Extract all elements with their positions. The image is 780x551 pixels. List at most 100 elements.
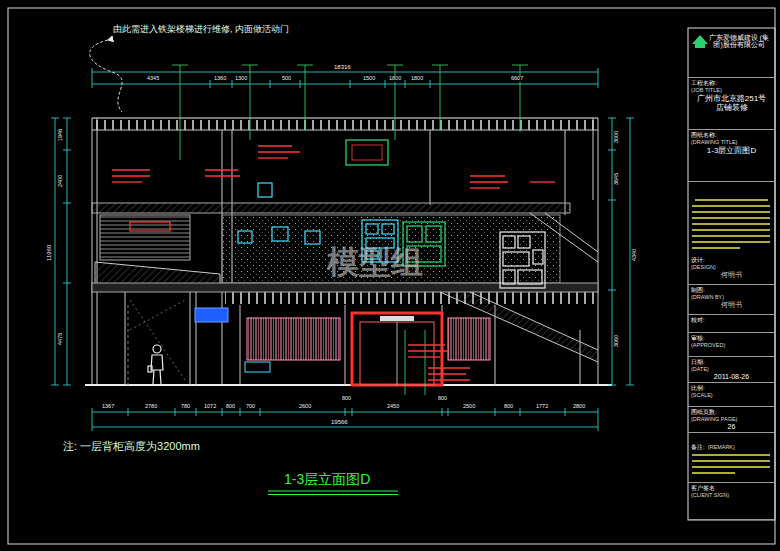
field-label-en: (DRAWN BY) bbox=[691, 294, 772, 300]
annotation-stubs bbox=[470, 175, 505, 176]
remark-paragraph bbox=[692, 466, 770, 467]
elevation-structure bbox=[430, 130, 431, 205]
annotation-stubs bbox=[408, 344, 445, 345]
remark-paragraph bbox=[692, 472, 735, 473]
dimension: 1072 bbox=[203, 404, 217, 410]
dimension: 2600 bbox=[298, 404, 312, 410]
field-value: 何明书 bbox=[696, 271, 768, 279]
person-figure bbox=[148, 366, 152, 372]
elevation-structure bbox=[580, 330, 581, 385]
field-label: 广东爱德威建设 (集团)股份有限公司 bbox=[706, 34, 772, 49]
elevation-structure bbox=[92, 130, 598, 131]
shopfront bbox=[247, 318, 340, 360]
annotation-stubs bbox=[530, 181, 555, 182]
remark-paragraph bbox=[692, 235, 770, 236]
dimension: 4340 bbox=[632, 248, 638, 262]
field-label: 日期: bbox=[691, 359, 772, 366]
remark-paragraph bbox=[692, 217, 770, 218]
person-figure bbox=[153, 345, 161, 353]
field-value: 何明书 bbox=[696, 301, 768, 309]
cabinet-note: 注: 一层背柜高度为3200mm bbox=[62, 441, 201, 453]
annotation-stubs bbox=[408, 350, 448, 351]
elevation-structure bbox=[95, 262, 220, 285]
elevation-structure bbox=[92, 118, 93, 385]
dimension: 1800 bbox=[388, 76, 402, 82]
display-frames bbox=[130, 140, 545, 288]
dimension-lines bbox=[67, 118, 68, 385]
display-frames bbox=[272, 227, 288, 241]
watermark: 模型组 bbox=[326, 246, 424, 280]
field-label-en: (APPROVED) bbox=[691, 342, 772, 348]
field-value: 1-3层立面图D bbox=[696, 146, 768, 155]
field-label-en: (JOB TITLE) bbox=[691, 87, 772, 93]
access-arrow bbox=[90, 40, 122, 112]
field-label-en: (REMARK) bbox=[708, 444, 735, 450]
client-sign-cell: 客户签名(CLIENT SIGN) bbox=[688, 483, 775, 520]
approver-cell: 审核:(APPROVED) bbox=[688, 333, 775, 357]
dimension: 1367 bbox=[101, 404, 115, 410]
elevation-structure bbox=[440, 292, 598, 362]
dimension: 500 bbox=[281, 76, 292, 82]
company-logo bbox=[692, 35, 708, 44]
dimension-lines bbox=[612, 118, 613, 385]
elevation-structure bbox=[530, 213, 598, 262]
field-value: 广州市北京路251号 店铺装修 bbox=[696, 94, 768, 112]
elevation-structure bbox=[85, 118, 612, 385]
drawing-caption: 1-3层立面图D bbox=[283, 472, 371, 487]
dimension: 11960 bbox=[46, 244, 52, 262]
company-logo bbox=[695, 44, 705, 48]
remark-paragraph bbox=[692, 211, 770, 212]
elevation-structure bbox=[125, 292, 126, 385]
field-label: 设计: bbox=[691, 257, 772, 264]
dimension-lines bbox=[608, 118, 634, 385]
dimension: 1300 bbox=[234, 76, 248, 82]
display-frames bbox=[130, 222, 170, 231]
shopfront bbox=[380, 316, 414, 321]
remark-paragraph bbox=[692, 223, 770, 224]
display-frames bbox=[407, 226, 422, 242]
date-cell: 日期:(DATE)2011-08-26 bbox=[688, 357, 775, 383]
field-label: 备注: bbox=[691, 444, 705, 451]
remark-paragraph bbox=[692, 454, 770, 455]
person-figure bbox=[148, 345, 163, 384]
company-cell: 广东爱德威建设 (集团)股份有限公司 bbox=[688, 28, 775, 78]
dimension: 2780 bbox=[144, 404, 158, 410]
display-frames bbox=[352, 145, 382, 160]
field-label: 审核: bbox=[691, 335, 772, 342]
dimension: 3000 bbox=[614, 130, 620, 144]
job-title-cell: 工程名称:(JOB TITLE)广州市北京路251号 店铺装修 bbox=[688, 78, 775, 130]
display-frames bbox=[503, 236, 515, 248]
dimension: 1772 bbox=[535, 404, 549, 410]
elevation-structure bbox=[593, 118, 594, 200]
field-label: 客户签名 bbox=[691, 485, 772, 492]
dimension-lines bbox=[630, 118, 631, 385]
elevation-structure bbox=[225, 292, 595, 304]
dimension: 18316 bbox=[333, 64, 352, 70]
elevation-structure bbox=[196, 292, 197, 385]
field-label: 工程名称: bbox=[691, 80, 772, 87]
dimension-lines bbox=[51, 118, 71, 385]
shopfront bbox=[397, 322, 398, 385]
display-frames bbox=[258, 183, 272, 197]
annotation-stubs bbox=[428, 367, 470, 368]
field-label: 制图: bbox=[691, 287, 772, 294]
annotation-stubs bbox=[205, 169, 238, 170]
annotation-stubs bbox=[470, 187, 500, 188]
remark-paragraph bbox=[692, 247, 740, 248]
display-frames bbox=[238, 231, 252, 243]
field-label: 图纸页数: bbox=[691, 409, 772, 416]
display-frames bbox=[503, 252, 529, 266]
checker-cell: 校对: bbox=[688, 315, 775, 333]
dimension-lines bbox=[92, 408, 598, 431]
field-value: 2011-08-26 bbox=[696, 373, 768, 381]
dimension-lines bbox=[92, 84, 598, 85]
field-label-en: (DATE) bbox=[691, 366, 772, 372]
display-frames bbox=[382, 224, 394, 234]
shopfront bbox=[448, 318, 490, 360]
sheet-frame bbox=[688, 28, 775, 520]
dimension-lines bbox=[92, 68, 598, 88]
dimension: 1800 bbox=[410, 76, 424, 82]
person-figure bbox=[160, 370, 161, 384]
dimension: 19566 bbox=[330, 419, 349, 425]
dimension: 2800 bbox=[572, 404, 586, 410]
